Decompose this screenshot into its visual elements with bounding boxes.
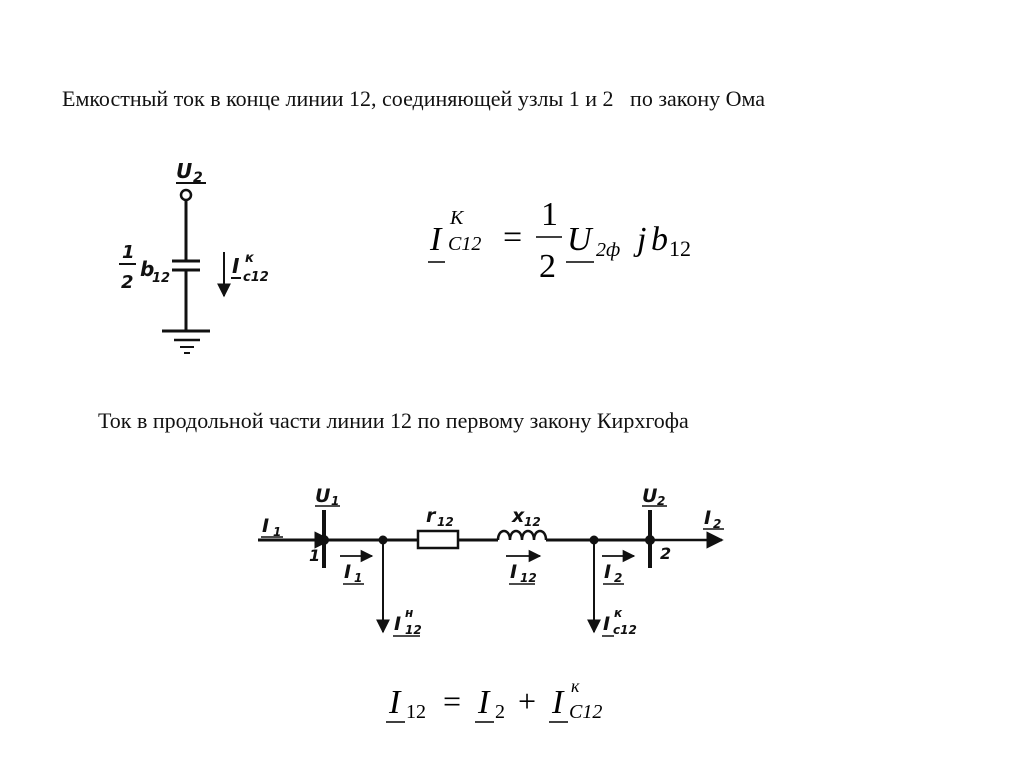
resistor-r12 bbox=[416, 529, 460, 550]
kirchhoff-I12-symbol: I bbox=[388, 684, 402, 721]
kirchhoff-IC12-subscript: C12 bbox=[569, 701, 602, 723]
end-charging-current-subscript: c12 bbox=[613, 623, 637, 637]
current-I2-subscript: 2 bbox=[614, 571, 622, 585]
susceptance-label: b bbox=[140, 257, 154, 281]
susceptance-subscript: 12 bbox=[152, 271, 170, 286]
formula-voltage-symbol: U bbox=[567, 221, 594, 258]
current-I2-label: I bbox=[604, 561, 611, 583]
formula-equals: = bbox=[503, 219, 522, 256]
ohm-law-heading: Емкостный ток в конце линии 12, соединяю… bbox=[62, 86, 766, 111]
formula-susceptance: b bbox=[651, 221, 668, 258]
formula-imaginary-unit: j bbox=[633, 221, 646, 258]
start-charging-current-label: I bbox=[394, 613, 401, 635]
reactance-subscript: 12 bbox=[524, 515, 541, 529]
kirchhoff-I2-symbol: I bbox=[477, 684, 491, 721]
resistor-subscript: 12 bbox=[437, 515, 454, 529]
current-I1-subscript: 1 bbox=[354, 571, 362, 585]
reactance-label: x bbox=[511, 505, 525, 527]
ohm-law-formula: I K C12 = 1 2 U 2ф j b 12 bbox=[428, 196, 691, 285]
current-I12-label: I bbox=[510, 561, 517, 583]
start-charging-current-subscript: 12 bbox=[405, 623, 422, 637]
capacitive-current-label: I bbox=[232, 254, 240, 278]
kirchhoff-plus: + bbox=[518, 683, 536, 719]
node-1-number: 1 bbox=[309, 546, 320, 565]
resistor-label: r bbox=[426, 505, 437, 527]
shunt-diagram-labels: U 2 1 2 b 12 I к c12 bbox=[121, 159, 269, 293]
kirchhoff-law-heading: Ток в продольной части линии 12 по перво… bbox=[98, 408, 689, 433]
node-terminal-circle bbox=[179, 188, 193, 202]
formula-voltage-subscript: 2ф bbox=[596, 239, 620, 261]
capacitive-current-superscript: к bbox=[245, 251, 255, 266]
inductor-x12 bbox=[496, 529, 548, 541]
formula-current-subscript: C12 bbox=[448, 233, 481, 255]
formula-current-symbol: I bbox=[429, 221, 443, 258]
shunt-capacitance-diagram bbox=[119, 188, 231, 354]
end-charging-current-superscript: к bbox=[614, 606, 623, 620]
kirchhoff-formula: I 12 = I 2 + I к C12 bbox=[386, 676, 602, 723]
input-current-subscript: 1 bbox=[273, 525, 281, 539]
formula-susceptance-subscript: 12 bbox=[669, 236, 691, 261]
frac-numerator: 1 bbox=[122, 242, 135, 263]
kirchhoff-I2-subscript: 2 bbox=[495, 701, 505, 723]
node-2-number: 2 bbox=[660, 544, 671, 563]
output-current-subscript: 2 bbox=[713, 517, 721, 531]
node-voltage-subscript: 2 bbox=[193, 170, 203, 186]
node-1-junction bbox=[319, 535, 329, 545]
formula-frac-numerator: 1 bbox=[541, 196, 558, 233]
start-charging-current-superscript: н bbox=[405, 606, 413, 620]
current-I12-subscript: 12 bbox=[520, 571, 537, 585]
node-2-voltage-subscript: 2 bbox=[657, 494, 665, 508]
node-voltage-label: U bbox=[176, 159, 192, 183]
end-charging-current-label: I bbox=[603, 613, 610, 635]
input-current-label: I bbox=[262, 515, 269, 537]
capacitive-current-subscript: c12 bbox=[243, 270, 269, 285]
node-2-voltage-label: U bbox=[642, 485, 658, 507]
node-1-voltage-label: U bbox=[315, 485, 331, 507]
formula-current-superscript: K bbox=[449, 207, 465, 229]
formula-frac-denominator: 2 bbox=[539, 248, 556, 285]
kirchhoff-IC12-superscript: к bbox=[571, 676, 580, 696]
line-diagram-labels: I 1 U 1 1 r 12 x 12 U 2 2 I 2 I 1 I 12 I… bbox=[261, 485, 724, 637]
current-I1-label: I bbox=[344, 561, 351, 583]
output-current-label: I bbox=[704, 507, 711, 529]
kirchhoff-IC12-symbol: I bbox=[551, 684, 565, 721]
kirchhoff-equals: = bbox=[443, 683, 461, 719]
frac-denominator: 2 bbox=[121, 272, 134, 293]
kirchhoff-I12-subscript: 12 bbox=[406, 701, 426, 723]
line-diagram bbox=[258, 510, 724, 634]
node-1-voltage-subscript: 1 bbox=[331, 494, 339, 508]
